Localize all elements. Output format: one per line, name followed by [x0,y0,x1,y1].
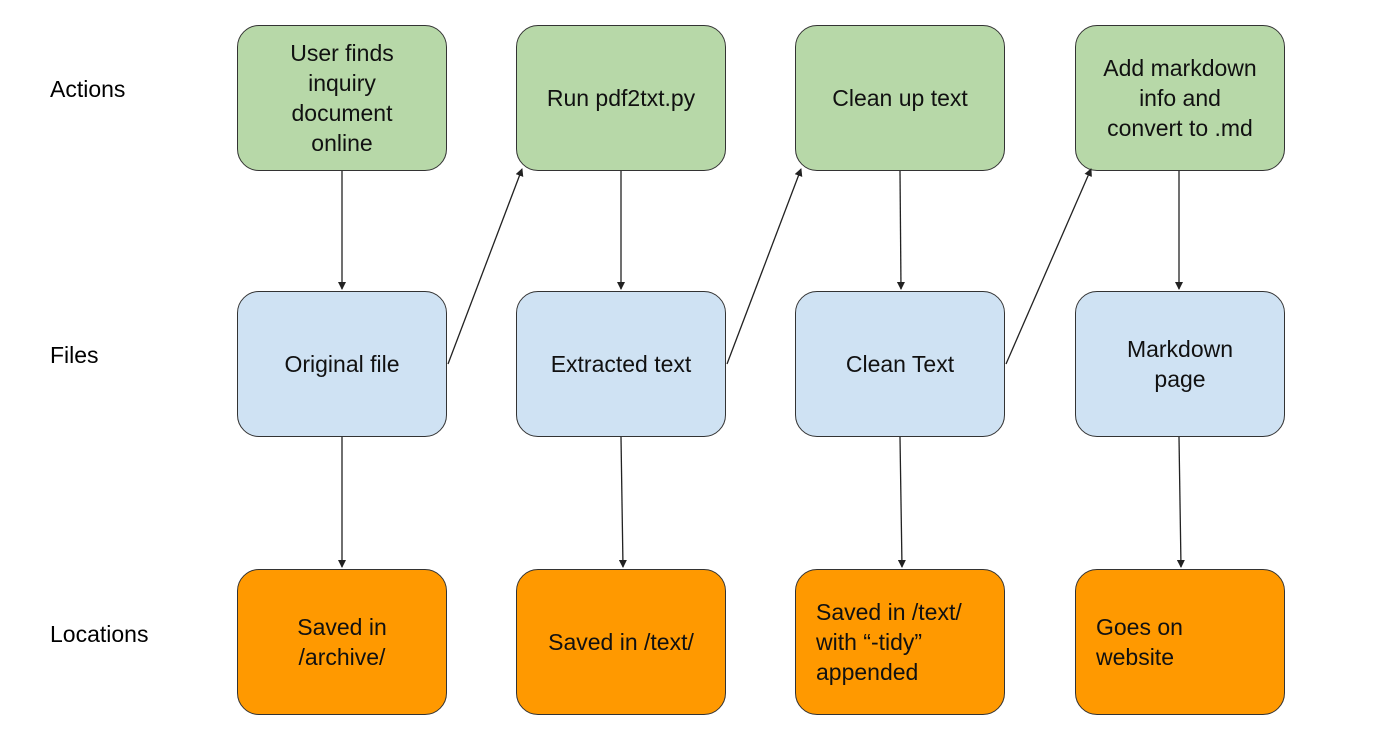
file-box-extracted: Extracted text [516,291,726,437]
location-text: Saved in /text/ [548,629,694,655]
row-label-locations: Locations [50,621,149,647]
action-text: Add markdown info and convert to .md [1103,55,1257,141]
file-text: Extracted text [550,351,692,377]
location-box-text: Saved in /text/ [516,569,726,715]
arrow-file-to-location-2 [618,436,627,568]
action-text: User finds inquiry document online [290,40,394,156]
location-box-archive: Saved in /archive/ [237,569,447,715]
action-box-run-pdf2txt: Run pdf2txt.py [516,25,726,171]
arrow-action-to-file-3 [896,170,905,290]
location-box-text-tidy: Saved in /text/ with “-tidy” appended [795,569,1005,715]
file-text: Clean Text [845,351,955,377]
file-box-original: Original file [237,291,447,437]
location-box-website: Goes on website [1075,569,1285,715]
action-box-add-markdown: Add markdown info and convert to .md [1075,25,1285,171]
location-text: Saved in /archive/ [297,614,387,670]
arrow-file-to-next-action-2 [726,168,803,365]
file-box-markdown: Markdown page [1075,291,1285,437]
action-text: Clean up text [832,85,968,111]
location-text: Goes on website [1096,614,1183,670]
action-box-clean-text: Clean up text [795,25,1005,171]
file-text: Markdown page [1126,336,1234,392]
action-text: Run pdf2txt.py [546,85,696,111]
arrow-file-to-next-action-1 [447,168,524,365]
row-label-actions: Actions [50,76,126,102]
action-box-find-document: User finds inquiry document online [237,25,447,171]
file-box-clean: Clean Text [795,291,1005,437]
location-text: Saved in /text/ with “-tidy” appended [816,599,962,685]
file-text: Original file [284,351,400,377]
arrow-file-to-location-4 [1176,436,1185,568]
arrow-file-to-location-3 [897,436,906,568]
row-label-files: Files [50,342,99,368]
